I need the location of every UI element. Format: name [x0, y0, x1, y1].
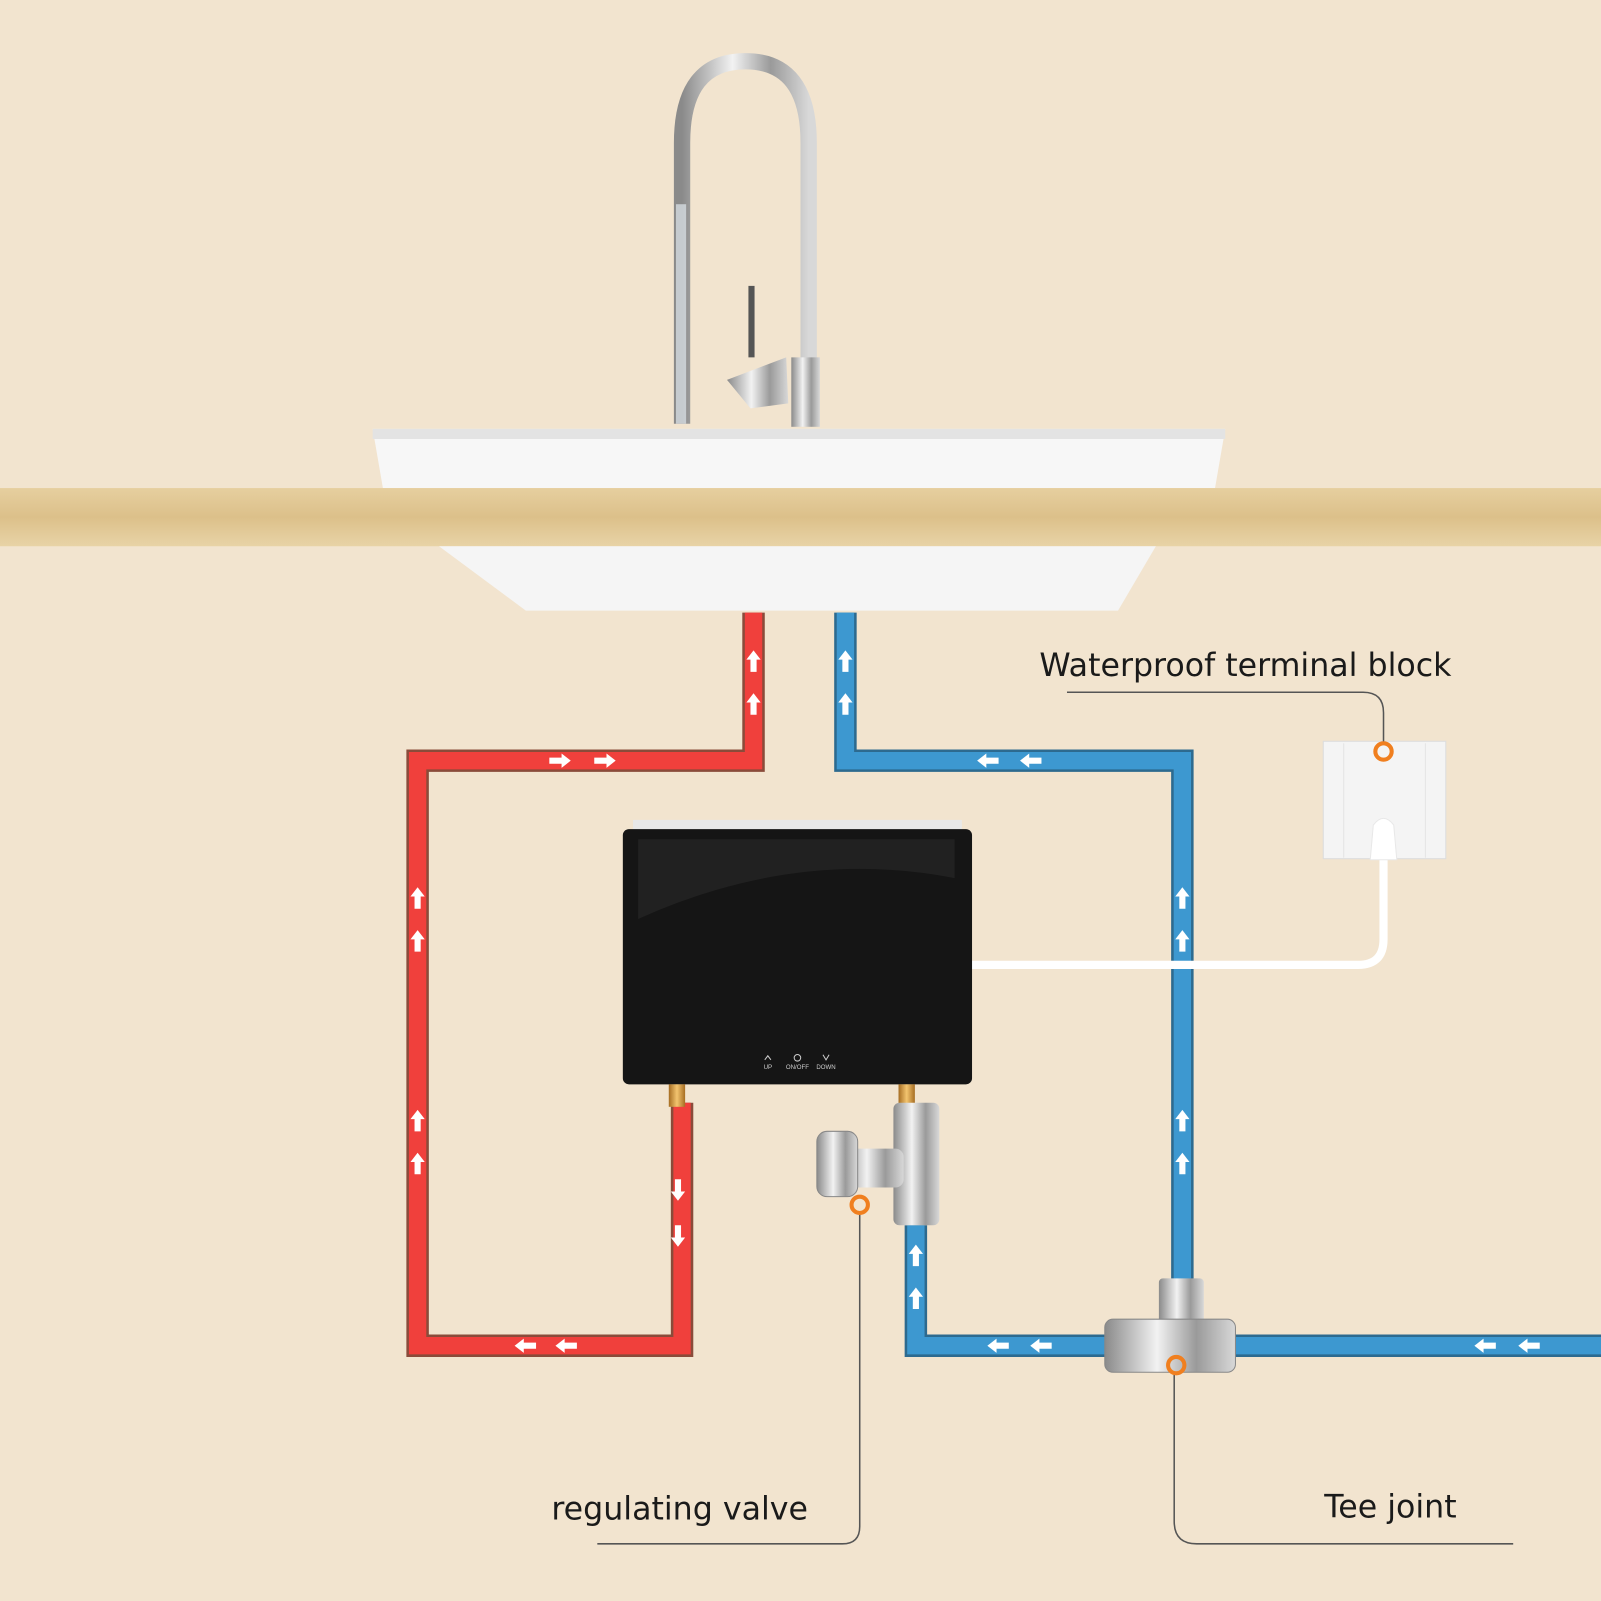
down-arrow-icon — [822, 1054, 830, 1061]
svg-text:ON/OFF: ON/OFF — [786, 1064, 809, 1071]
tee-joint — [1104, 1278, 1236, 1373]
button-up[interactable]: UP — [764, 1054, 772, 1071]
flow-arrow-icon — [746, 650, 761, 672]
flow-arrow-icon — [410, 887, 425, 909]
flow-arrow-icon — [1030, 1338, 1052, 1353]
flow-arrow-icon — [1175, 1109, 1190, 1132]
flow-arrow-icon — [1175, 887, 1190, 909]
countertop — [0, 488, 1601, 547]
callout-lines — [597, 691, 1514, 1545]
flow-arrow-icon — [746, 693, 761, 715]
flow-arrow-icon — [838, 650, 853, 672]
marker-dots — [849, 741, 1394, 1376]
cold-inlet-fitting — [898, 1084, 915, 1107]
flow-arrow-icon — [410, 930, 425, 952]
faucet — [673, 53, 820, 427]
flow-arrow-icon — [410, 1109, 425, 1132]
waterproof-terminal-block — [1322, 740, 1447, 861]
flow-arrow-icon — [838, 693, 853, 715]
water-stream — [675, 204, 687, 424]
flow-arrow-icon — [908, 1244, 924, 1267]
button-down[interactable]: DOWN — [816, 1054, 836, 1071]
faucet-handle — [726, 357, 789, 409]
hot-outlet-fitting — [668, 1084, 686, 1107]
tee-marker — [1166, 1354, 1187, 1376]
flow-arrow-icon — [594, 753, 616, 768]
flow-arrow-icon — [549, 753, 571, 768]
flow-arrow-icon — [1175, 1152, 1190, 1175]
label-terminal-block: Waterproof terminal block — [1039, 648, 1452, 684]
svg-text:UP: UP — [764, 1064, 772, 1071]
svg-text:DOWN: DOWN — [816, 1064, 835, 1071]
flow-arrow-icon — [1175, 930, 1190, 952]
flow-arrow-icon — [410, 1152, 425, 1175]
power-cable — [972, 852, 1388, 969]
flow-arrow-icon — [1020, 753, 1042, 768]
flow-arrow-icon — [1518, 1338, 1540, 1353]
flow-arrow-icon — [1474, 1338, 1496, 1353]
valve-marker — [849, 1194, 870, 1216]
up-arrow-icon — [764, 1054, 772, 1061]
flow-arrows — [410, 650, 1540, 1353]
label-regulating-valve: regulating valve — [551, 1491, 808, 1527]
label-tee-joint: Tee joint — [1323, 1489, 1456, 1525]
flow-arrow-icon — [670, 1179, 686, 1201]
power-icon — [793, 1054, 802, 1062]
flow-arrow-icon — [555, 1338, 577, 1353]
terminal-marker — [1373, 741, 1394, 762]
flow-arrow-icon — [670, 1225, 686, 1247]
flow-arrow-icon — [977, 753, 999, 768]
sink — [0, 428, 1601, 611]
regulating-valve — [816, 1102, 940, 1226]
flow-arrow-icon — [908, 1287, 924, 1309]
button-onoff[interactable]: ON/OFF — [786, 1054, 809, 1071]
hot-water-pipe — [406, 612, 765, 1357]
flow-arrow-icon — [987, 1338, 1009, 1353]
flow-arrow-icon — [514, 1338, 537, 1353]
water-heater: UP ON/OFF DOWN — [622, 819, 973, 1107]
